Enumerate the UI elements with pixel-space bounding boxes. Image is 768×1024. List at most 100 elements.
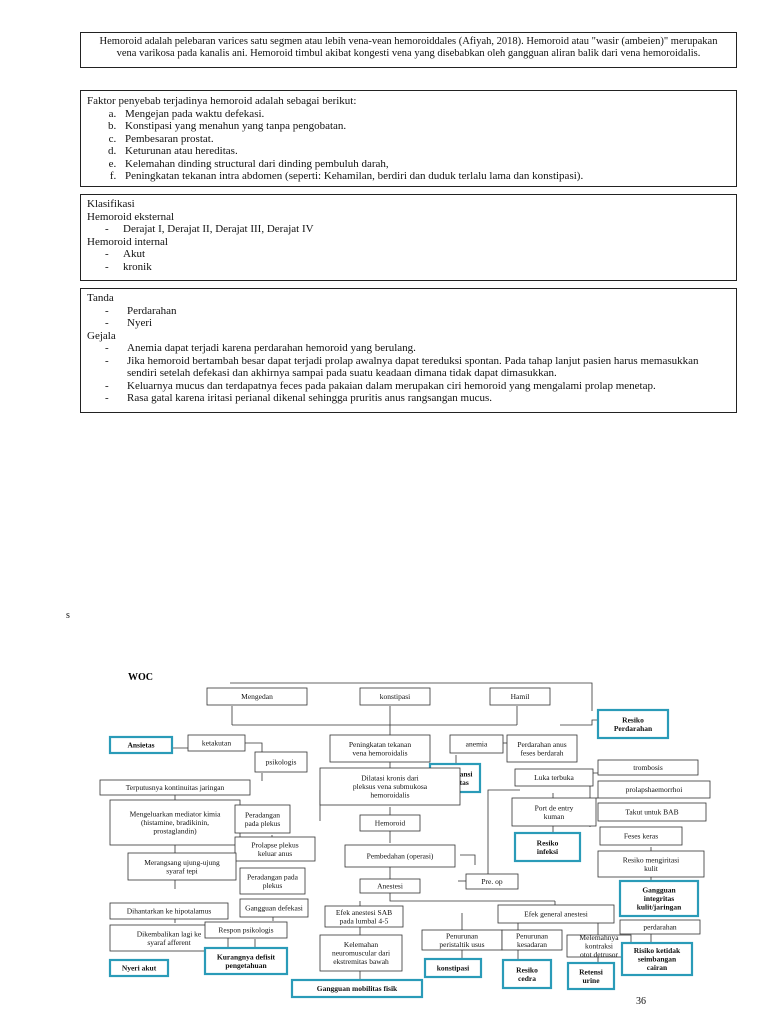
woc-node-text: Risiko ketidak [634, 946, 681, 955]
woc-node-text: integritas [644, 894, 674, 903]
woc-node-mengeluarkan: Mengeluarkan mediator kimia(histamine, b… [109, 799, 241, 846]
woc-node-text: prolapshaemorrhoi [626, 785, 683, 794]
woc-node-konstipasi-dx: konstipasi [423, 957, 483, 979]
signs-list: Perdarahan Nyeri [87, 305, 730, 330]
woc-node-hamil: Hamil [489, 687, 551, 706]
woc-node-text: Hamil [511, 692, 530, 701]
woc-node-text: Penurunan [446, 931, 478, 940]
woc-node-text: kulit [644, 864, 659, 873]
woc-node-text: konstipasi [437, 964, 470, 973]
woc-node-nyeri-akut: Nyeri akut [108, 958, 170, 978]
woc-node-anemia: anemia [449, 734, 504, 754]
stray-mark: s [66, 610, 70, 621]
woc-node-text: Pembedahan (operasi) [367, 852, 434, 861]
external-item: Derajat I, Derajat II, Derajat III, Dera… [101, 223, 730, 236]
internal-item: Akut [101, 248, 730, 261]
woc-node-text: pengetahuan [225, 961, 267, 970]
woc-node-gangguan-mobilitas: Gangguan mobilitas fisik [290, 978, 424, 999]
woc-node-text: urine [582, 976, 600, 985]
woc-node-text: cedra [518, 974, 536, 983]
external-list: Derajat I, Derajat II, Derajat III, Dera… [87, 223, 730, 236]
woc-node-text: Resiko [516, 965, 538, 974]
woc-node-text: Retensi [579, 967, 603, 976]
woc-node-text: Dihantarkan ke hipotalamus [127, 907, 212, 916]
woc-node-dihantarkan: Dihantarkan ke hipotalamus [109, 902, 229, 920]
woc-node-text: pada plekus [245, 819, 281, 828]
woc-node-text: Dikembalikan lagi ke [137, 929, 202, 938]
woc-node-text: Kelemahan [344, 940, 378, 949]
woc-node-text: Resiko [537, 838, 559, 847]
woc-node-text: Resiko [622, 715, 644, 724]
woc-node-text: kulit/jaringan [637, 903, 682, 912]
symptom-item: Keluarnya mucus dan terdapatnya feces pa… [101, 380, 730, 393]
cause-item: Pembesaran prostat. [119, 133, 730, 146]
classification-box: Klasifikasi Hemoroid eksternal Derajat I… [80, 194, 737, 281]
page-number: 36 [636, 996, 646, 1007]
cause-item: Peningkatan tekanan intra abdomen (seper… [119, 170, 730, 183]
woc-node-feses-keras: Feses keras [599, 826, 683, 846]
woc-node-text: Peradangan [245, 810, 280, 819]
woc-node-text: (histamine, bradikinin, [141, 818, 209, 827]
woc-node-pre-op: Pre. op [465, 873, 519, 890]
woc-node-text: keluar anus [258, 849, 292, 858]
woc-node-text: Prolapse plekus [251, 840, 298, 849]
signs-symptoms-box: Tanda Perdarahan Nyeri Gejala Anemia dap… [80, 288, 737, 413]
cause-item: Mengejan pada waktu defekasi. [119, 108, 730, 121]
woc-node-text: Perdarahan anus [517, 740, 566, 749]
woc-node-text: Gangguan [642, 886, 676, 895]
symptom-item: Jika hemoroid bertambah besar dapat terj… [101, 355, 730, 380]
causes-box: Faktor penyebab terjadinya hemoroid adal… [80, 90, 737, 187]
woc-node-trombosis: trombosis [597, 759, 699, 776]
woc-node-text: Hemoroid [375, 819, 406, 828]
woc-node-luka-terbuka: Luka terbuka [514, 768, 594, 787]
internal-label: Hemoroid internal [87, 235, 168, 248]
woc-node-text: seimbangan [638, 955, 677, 964]
definition-box: Hemoroid adalah pelebaran varices satu s… [80, 32, 737, 68]
symptoms-label: Gejala [87, 329, 116, 342]
woc-node-text: psikologis [266, 758, 297, 767]
woc-node-text: hemoroidalis [370, 791, 409, 800]
woc-node-efek-general: Efek general anestesi [497, 904, 615, 924]
woc-node-text: kuman [544, 812, 565, 821]
woc-node-text: Feses keras [624, 832, 658, 841]
definition-text: Hemoroid adalah pelebaran varices satu s… [99, 36, 718, 59]
woc-node-psikologis: psikologis [254, 751, 308, 773]
woc-diagram: WOC [99, 672, 711, 999]
sign-item: Perdarahan [101, 305, 730, 318]
woc-node-text: cairan [647, 963, 668, 972]
woc-node-text: Efek general anestesi [524, 910, 588, 919]
woc-node-text: Dilatasi kronis dari [361, 774, 419, 783]
woc-node-pembedahan: Pembedahan (operasi) [344, 844, 456, 868]
woc-node-takut-bab: Takut untuk BAB [597, 802, 707, 822]
woc-node-text: Melemahnya [579, 933, 619, 942]
woc-node-text: Respon psikologis [218, 926, 273, 935]
woc-node-text: Port de entry [535, 803, 574, 812]
woc-node-text: kontraksi [585, 942, 613, 951]
symptoms-list: Anemia dapat terjadi karena perdarahan h… [87, 342, 730, 405]
woc-node-prolapsha: prolapshaemorrhoi [597, 780, 711, 799]
woc-node-text: Peningkatan tekanan [349, 740, 412, 749]
woc-node-ketakutan: ketakutan [187, 734, 246, 752]
internal-item: kronik [101, 261, 730, 274]
causes-heading: Faktor penyebab terjadinya hemoroid adal… [87, 95, 357, 107]
woc-node-text: anemia [466, 740, 488, 749]
woc-node-text: Ansietas [127, 741, 154, 750]
woc-node-text: syaraf afferent [147, 938, 191, 947]
woc-node-text: trombosis [633, 763, 663, 772]
woc-node-text: Gangguan mobilitas fisik [317, 984, 398, 993]
woc-node-mengedan: Mengedan [206, 687, 308, 706]
woc-node-text: Resiko mengiritasi [623, 855, 679, 864]
woc-node-respon: Respon psikologis [204, 921, 288, 939]
